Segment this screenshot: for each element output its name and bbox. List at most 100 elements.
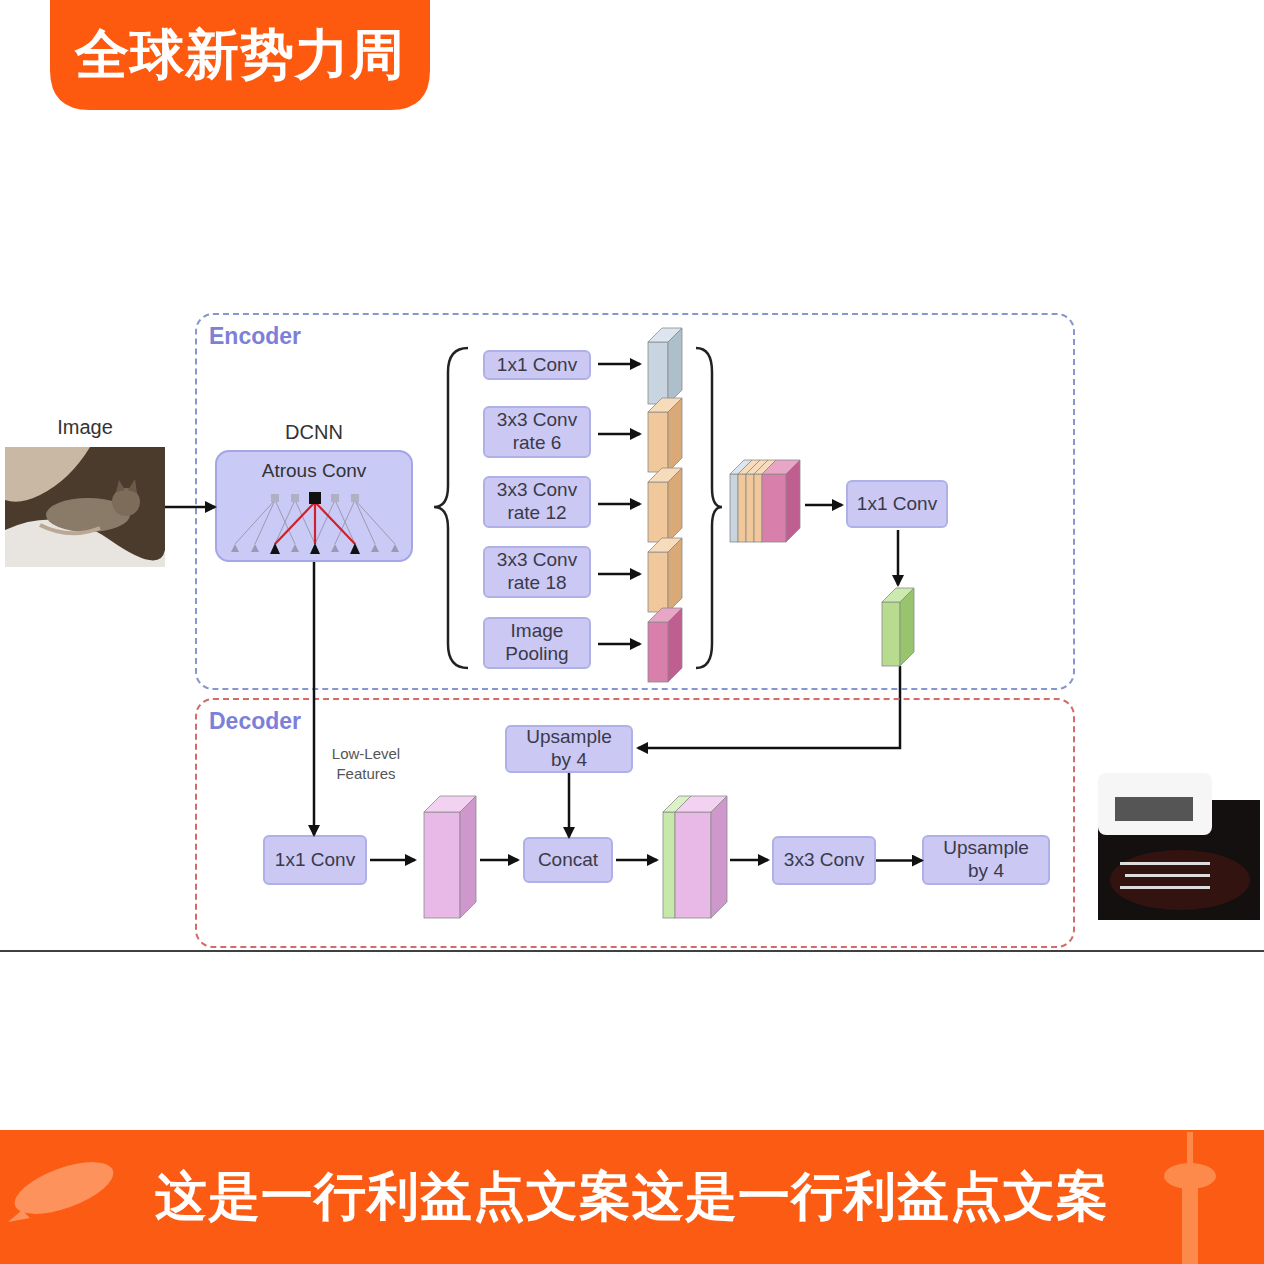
- slice-front: [663, 812, 675, 918]
- right-brace: [696, 348, 722, 668]
- feature-map: [648, 608, 682, 682]
- feature-map: [424, 796, 476, 918]
- arrow: [598, 433, 640, 436]
- arrow: [897, 530, 900, 585]
- box-text: 3x3 Conv rate 12: [487, 479, 587, 525]
- band-title: Decoder: [209, 708, 301, 735]
- box-text: Upsample by 4: [519, 726, 619, 772]
- image-label: Image: [0, 416, 205, 439]
- arrow: [598, 363, 640, 366]
- feature-maps: [424, 328, 914, 918]
- input-image: Image: [5, 447, 165, 567]
- map-front: [648, 622, 668, 682]
- overlay-thumbnail: [1098, 773, 1260, 920]
- box-text: Atrous Conv: [217, 452, 411, 482]
- top-banner: [50, 0, 430, 110]
- slice-front: [746, 474, 754, 542]
- map-side: [668, 608, 682, 682]
- thumbnail-line: [1120, 886, 1210, 889]
- slice-side: [786, 460, 800, 542]
- branch-arrows: [370, 364, 900, 860]
- process-box: 3x3 Conv rate 6: [483, 406, 591, 458]
- arrow: [730, 859, 768, 862]
- cat-ears: [116, 479, 137, 493]
- cat-photo: [5, 447, 165, 567]
- box-text: 3x3 Conv rate 18: [487, 549, 587, 595]
- connector-arrow: [165, 506, 215, 509]
- arrow: [616, 859, 657, 862]
- box-text: 3x3 Conv: [784, 849, 864, 872]
- thumbnail-line: [1120, 862, 1210, 865]
- map-side: [900, 588, 914, 666]
- thumbnail-card-image: [1115, 797, 1193, 821]
- process-box: Concat: [523, 837, 613, 883]
- cat-stripe: [40, 525, 100, 533]
- feature-map: [648, 398, 682, 472]
- concat-stack: [730, 460, 800, 542]
- slice-front: [738, 474, 746, 542]
- map-front: [648, 552, 668, 612]
- process-box: 3x3 Conv rate 12: [483, 476, 591, 528]
- tower-spire: [1187, 1132, 1193, 1166]
- process-box: 1x1 Conv: [846, 480, 948, 528]
- arrow: [480, 859, 518, 862]
- box-text: Concat: [538, 849, 598, 872]
- arrow: [638, 666, 900, 748]
- process-box: 1x1 Conv: [263, 835, 367, 885]
- decoder-band: DecoderUpsample by 4 1x1 Conv Concat 3x3 Co…: [195, 698, 1075, 948]
- map-front: [424, 812, 460, 918]
- slice-front: [675, 812, 711, 918]
- process-box: Upsample by 4: [922, 835, 1050, 885]
- map-front: [648, 342, 668, 404]
- arrow: [598, 643, 640, 646]
- map-front: [882, 602, 900, 666]
- map-front: [648, 412, 668, 472]
- box-text: 3x3 Conv rate 6: [487, 409, 587, 455]
- left-brace: [434, 348, 468, 668]
- process-box: 3x3 Conv: [772, 836, 876, 885]
- bottom-banner: [0, 1130, 1264, 1264]
- arrow: [370, 859, 415, 862]
- blimp-body: [8, 1151, 119, 1224]
- blimp-decoration: [8, 1151, 120, 1224]
- box-text: 1x1 Conv: [275, 849, 355, 872]
- feature-map: [648, 328, 682, 404]
- tower-decoration: [1164, 1132, 1216, 1264]
- box-text: 1x1 Conv: [857, 493, 937, 516]
- arrow: [805, 504, 842, 507]
- map-side: [460, 796, 476, 918]
- tower-sphere: [1164, 1163, 1216, 1189]
- arrow: [598, 503, 640, 506]
- concat-stack: [663, 796, 727, 918]
- photo-background: [5, 447, 165, 567]
- feature-map: [648, 468, 682, 542]
- map-side: [668, 538, 682, 612]
- frame-line: [0, 950, 1264, 952]
- brand-banner-text: 全球新势力周: [50, 0, 430, 110]
- process-box: Upsample by 4: [505, 725, 633, 773]
- backbone-box: DCNNAtrous Conv: [215, 450, 413, 562]
- box-text: 1x1 Conv: [497, 354, 577, 377]
- edge-label: Low-Level Features: [318, 744, 414, 783]
- tower-shaft: [1182, 1186, 1198, 1264]
- connector-arrow: [568, 773, 571, 837]
- slice-front: [754, 474, 762, 542]
- slice-front: [730, 474, 738, 542]
- process-box: 1x1 Conv: [483, 350, 591, 380]
- feature-map: [648, 538, 682, 612]
- encoder-band: EncoderDCNNAtrous Conv1x1 Conv3x3 Conv r…: [195, 313, 1075, 690]
- blimp-fin: [8, 1210, 30, 1222]
- arrow: [598, 573, 640, 576]
- box-heading: DCNN: [177, 421, 451, 444]
- thumbnail-card: [1098, 773, 1212, 835]
- slice-side: [711, 796, 727, 918]
- slice-front: [762, 474, 786, 542]
- process-box: Image Pooling: [483, 617, 591, 669]
- thumbnail-glow: [1110, 850, 1250, 910]
- map-side: [668, 468, 682, 542]
- thumbnail-line: [1125, 874, 1210, 877]
- map-front: [648, 482, 668, 542]
- feature-map: [882, 588, 914, 666]
- box-text: Upsample by 4: [936, 837, 1036, 883]
